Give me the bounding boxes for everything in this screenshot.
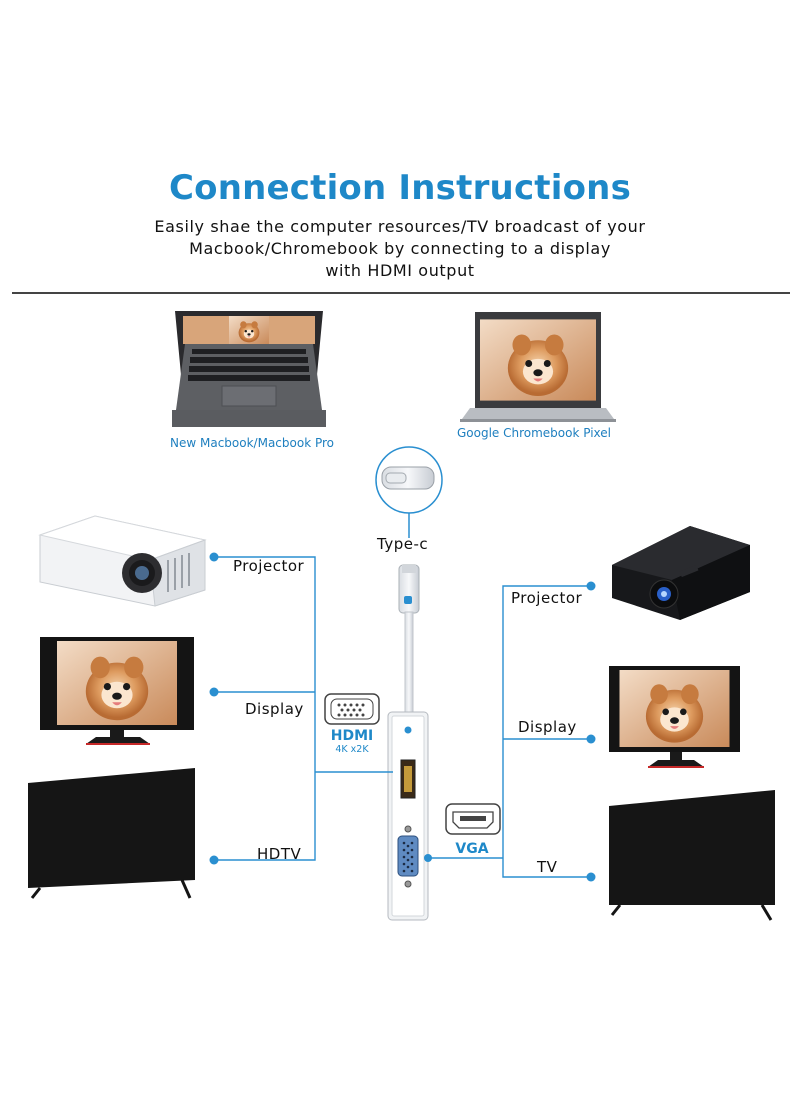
type-c-label: Type-c bbox=[376, 535, 428, 553]
hdmi-style-port-icon bbox=[445, 803, 501, 835]
header-divider bbox=[12, 292, 790, 294]
hdmi-connection-lines bbox=[214, 556, 393, 861]
subtitle-line-1: Easily shae the computer resources/TV br… bbox=[154, 217, 646, 236]
macbook-caption: New Macbook/Macbook Pro bbox=[170, 436, 334, 450]
usb-c-adapter bbox=[387, 564, 429, 921]
hdmi-port bbox=[400, 759, 416, 799]
left-monitor-image bbox=[40, 637, 194, 745]
vga-connection-dots bbox=[424, 581, 596, 882]
vga-style-port-icon bbox=[324, 693, 380, 725]
page-title: Connection Instructions bbox=[168, 168, 632, 208]
vga-output-display-label: Display bbox=[518, 718, 577, 736]
hdmi-resolution-label: 4K x2K bbox=[335, 744, 369, 755]
chromebook-image bbox=[460, 312, 616, 422]
hdmi-output-hdtv-label: HDTV bbox=[257, 845, 301, 863]
right-monitor-image bbox=[609, 666, 740, 768]
hdmi-connection-dots bbox=[209, 552, 219, 865]
vga-connection-lines bbox=[428, 585, 591, 878]
subtitle-line-3: with HDMI output bbox=[325, 261, 475, 280]
type-c-connector-callout bbox=[375, 446, 443, 538]
black-projector-image bbox=[612, 526, 750, 620]
vga-port-label: VGA bbox=[455, 841, 488, 857]
macbook-image bbox=[172, 311, 326, 427]
vga-port bbox=[397, 825, 419, 888]
page-subtitle: Easily shae the computer resources/TV br… bbox=[0, 216, 800, 282]
hdmi-output-projector-label: Projector bbox=[233, 557, 304, 575]
vga-output-tv-label: TV bbox=[536, 858, 558, 876]
right-tv-image bbox=[609, 790, 775, 921]
hdmi-output-display-label: Display bbox=[245, 700, 304, 718]
left-hdtv-image bbox=[28, 768, 195, 899]
vga-output-projector-label: Projector bbox=[511, 589, 582, 607]
chromebook-caption: Google Chromebook Pixel bbox=[457, 426, 611, 440]
white-projector-image bbox=[38, 515, 207, 607]
hdmi-port-label: HDMI bbox=[331, 728, 373, 744]
subtitle-line-2: Macbook/Chromebook by connecting to a di… bbox=[189, 239, 611, 258]
